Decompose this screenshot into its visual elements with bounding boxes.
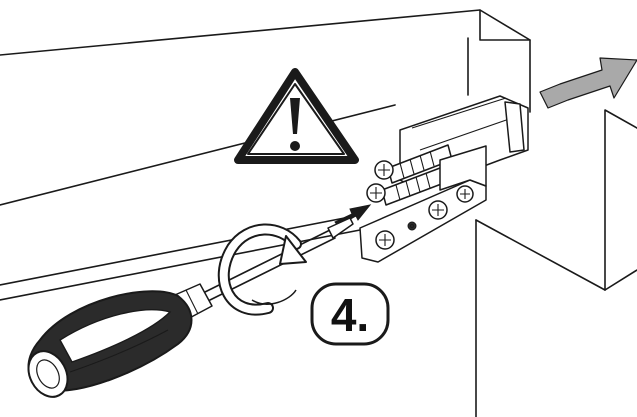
- warning-triangle-icon: [234, 68, 359, 164]
- screwdriver-tool: [27, 217, 354, 398]
- cabinet-panel: [0, 9, 637, 417]
- slide-direction-arrow-icon: [539, 57, 637, 109]
- step-number-label: 4.: [331, 289, 369, 341]
- clockwise-rotation-arrow-icon: [217, 223, 307, 316]
- step-number-badge: 4.: [310, 282, 390, 346]
- hinge-assembly: [359, 95, 529, 263]
